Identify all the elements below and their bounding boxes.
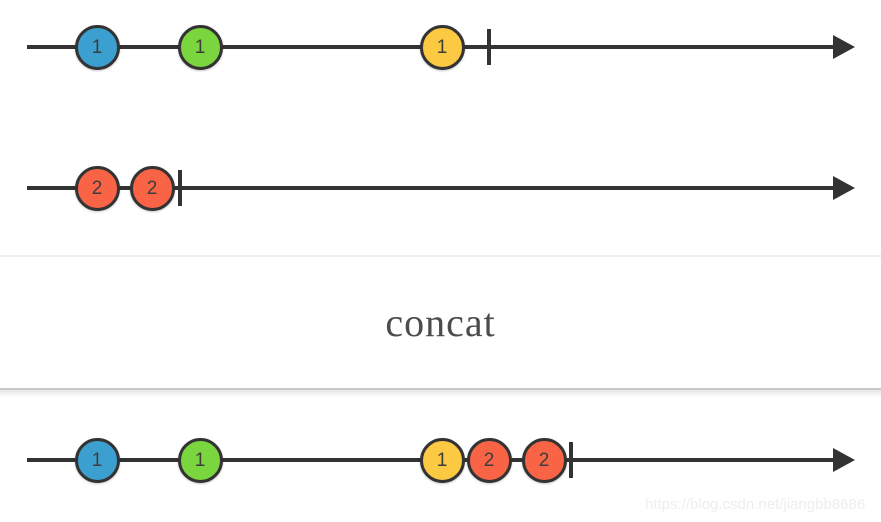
operator-label: concat [385,300,496,345]
watermark-text: https://blog.csdn.net/jiangbb8686 [645,496,866,513]
marble-result-stream-3: 2 [466,437,512,483]
marble-source-stream-1-0: 1 [74,24,120,70]
complete-tick-source-stream-2 [178,170,182,206]
marble-source-stream-1-1: 1 [177,24,223,70]
marble-source-stream-2-1: 2 [129,165,175,211]
marble-result-stream-0: 1 [74,437,120,483]
complete-tick-result-stream [569,442,573,478]
marble-source-stream-1-2: 1 [419,24,465,70]
marble-result-stream-4: 2 [521,437,567,483]
marble-result-stream-2: 1 [419,437,465,483]
operator-band-shadow [0,390,881,397]
complete-tick-source-stream-1 [487,29,491,65]
marble-result-stream-1: 1 [177,437,223,483]
marble-source-stream-2-0: 2 [74,165,120,211]
operator-band: concat [0,255,881,390]
